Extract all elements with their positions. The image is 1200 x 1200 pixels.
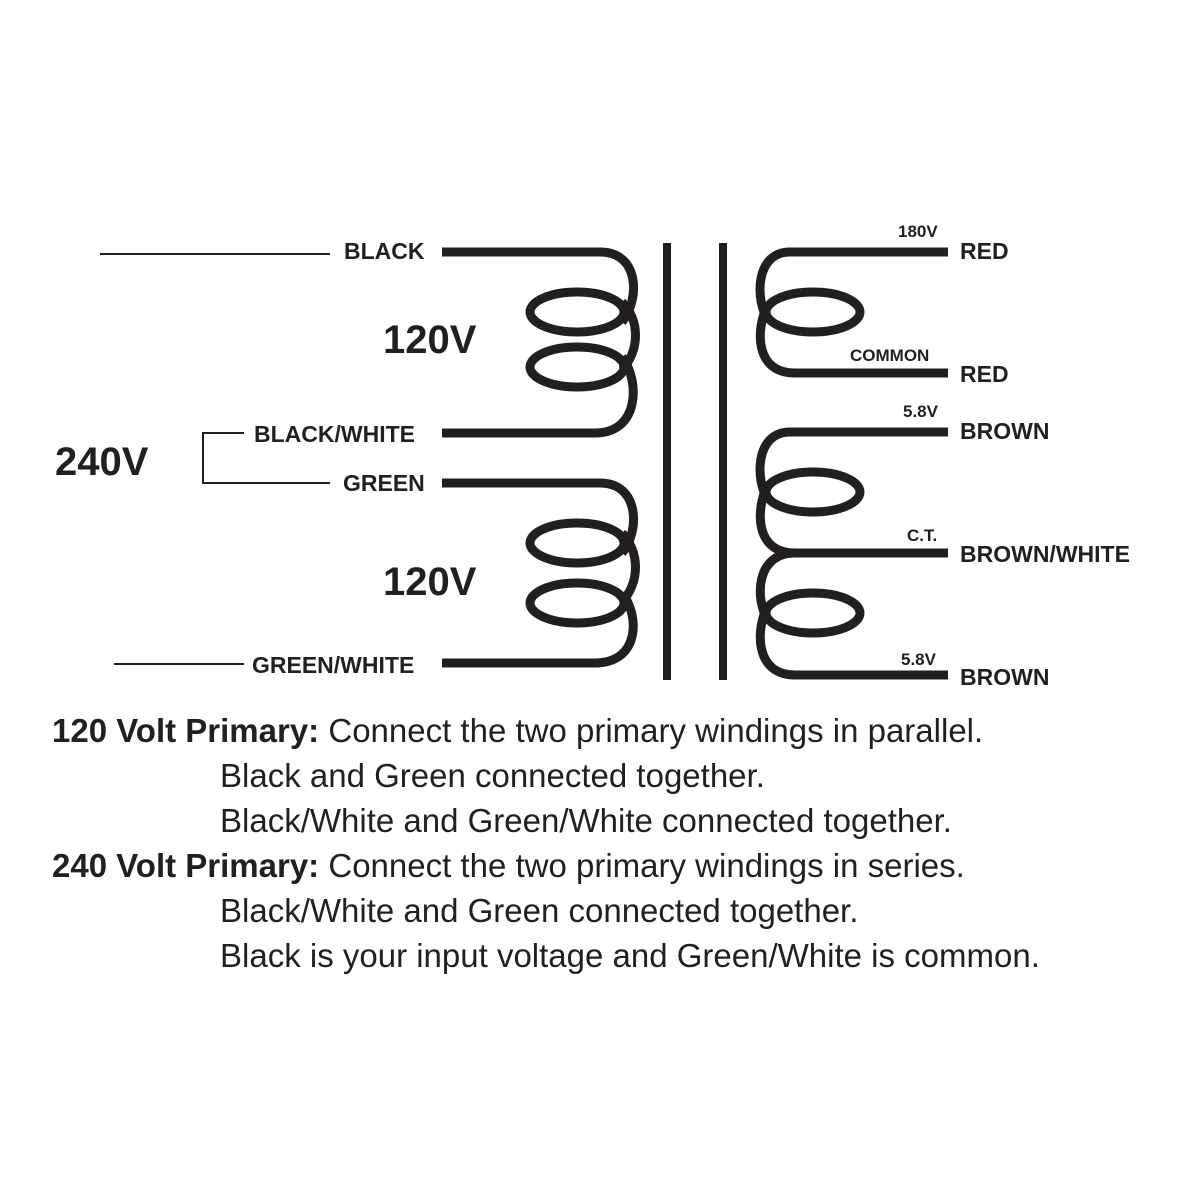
wiring-instructions: 120 Volt Primary: Connect the two primar… — [52, 708, 1040, 978]
lead-label-green: GREEN — [343, 470, 425, 496]
note-240v-heading: 240 Volt Primary: Connect the two primar… — [52, 843, 1040, 888]
note-120v-heading: 120 Volt Primary: Connect the two primar… — [52, 708, 1040, 753]
note-240v-text: Connect the two primary windings in seri… — [319, 847, 965, 884]
tap-label-ct: C.T. — [907, 526, 938, 545]
primary-coil-1 — [442, 247, 640, 438]
tap-label-180v: 180V — [898, 222, 938, 241]
primary-coil-1-voltage: 120V — [383, 318, 477, 362]
tap-label-5-8v-bottom: 5.8V — [901, 650, 936, 669]
primary-coil-2 — [442, 478, 640, 668]
note-120v-title: 120 Volt Primary: — [52, 712, 320, 749]
lead-label-green-white: GREEN/WHITE — [252, 652, 415, 678]
secondary-coil-low — [755, 427, 948, 680]
lead-label-black-white: BLACK/WHITE — [254, 421, 415, 447]
tap-label-common: COMMON — [850, 346, 930, 365]
note-120v-line2: Black and Green connected together. — [220, 757, 765, 794]
note-120v-line3: Black/White and Green/White connected to… — [220, 802, 952, 839]
secondary-coil-high — [755, 247, 948, 378]
lead-label-black: BLACK — [344, 238, 425, 264]
note-240v-line3: Black is your input voltage and Green/Wh… — [220, 937, 1040, 974]
lead-label-brown-bottom: BROWN — [960, 664, 1050, 690]
note-120v-text: Connect the two primary windings in para… — [319, 712, 984, 749]
note-240v-line2: Black/White and Green connected together… — [220, 892, 859, 929]
tap-label-5-8v-top: 5.8V — [903, 402, 938, 421]
note-240v-title: 240 Volt Primary: — [52, 847, 320, 884]
primary-total-voltage: 240V — [55, 440, 149, 484]
lead-label-brown-white: BROWN/WHITE — [960, 541, 1130, 567]
240v-bracket — [202, 432, 330, 484]
lead-label-brown-top: BROWN — [960, 418, 1050, 444]
lead-label-red-top: RED — [960, 238, 1009, 264]
primary-coil-2-voltage: 120V — [383, 560, 477, 604]
lead-label-red-bottom: RED — [960, 361, 1009, 387]
